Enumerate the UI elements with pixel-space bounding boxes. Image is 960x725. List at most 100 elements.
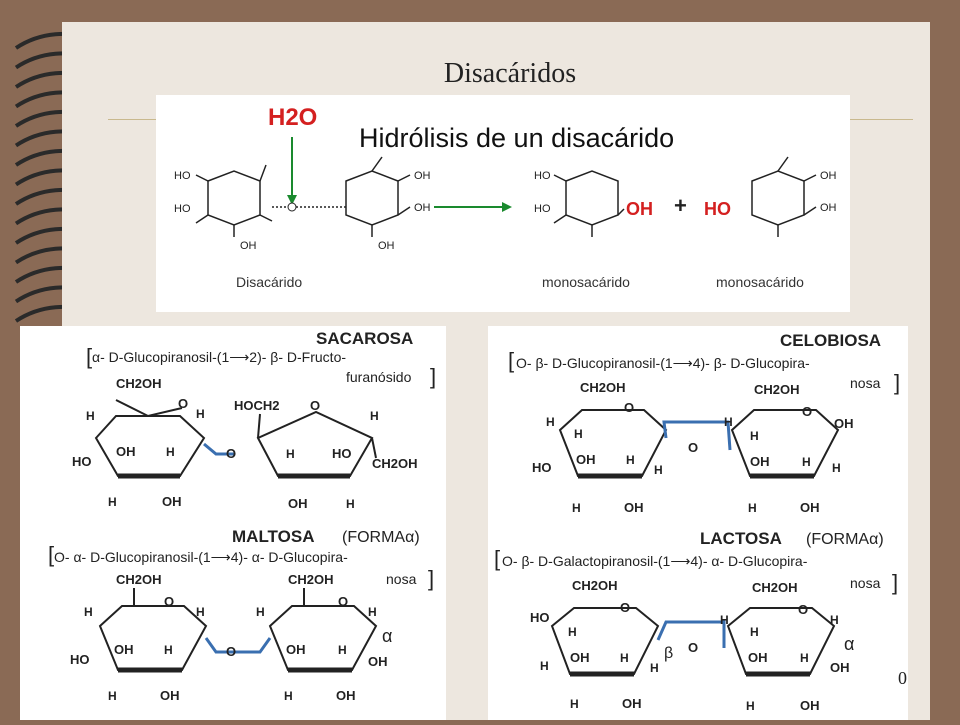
- svg-text:[: [: [86, 344, 92, 369]
- glycosidic-oxygen: [287, 202, 297, 212]
- atom-label: H: [572, 501, 581, 515]
- caption-monosaccharide-1: monosacárido: [542, 274, 630, 290]
- maltosa-ring-left: [98, 588, 208, 673]
- hydroxyl-oh: OH: [626, 199, 653, 219]
- atom-label: OH: [368, 654, 388, 669]
- page-number: 0: [898, 668, 907, 688]
- hydroxyl-ho: HO: [704, 199, 731, 219]
- beta-label: β: [664, 645, 673, 662]
- plus-sign: +: [674, 193, 687, 218]
- atom-label: CH2OH: [752, 580, 798, 595]
- atom-label: O: [802, 404, 812, 419]
- atom-label: O: [338, 594, 348, 609]
- atom-label: H: [620, 651, 629, 665]
- atom-label: H: [650, 661, 659, 675]
- maltosa-form: (FORMAα): [342, 529, 420, 546]
- atom-label: OH: [748, 650, 768, 665]
- atom-label: H: [338, 643, 347, 657]
- atom-label: OH: [750, 454, 770, 469]
- caption-monosaccharide-2: monosacárido: [716, 274, 804, 290]
- ring-label: OH: [820, 170, 837, 182]
- atom-label: O: [620, 600, 630, 615]
- atom-label: OH: [116, 444, 136, 459]
- atom-label: OH: [830, 660, 850, 675]
- water-label: H2O: [268, 104, 317, 131]
- atom-label: H: [830, 613, 839, 627]
- celobiosa-lactosa-diagram: CELOBIOSA [ O- β- D-Glucopiranosil-(1⟶4)…: [494, 331, 900, 713]
- atom-label: H: [86, 409, 95, 423]
- atom-label: CH2OH: [572, 578, 618, 593]
- monosaccharide-ring-left: [553, 170, 625, 237]
- atom-label: OH: [570, 650, 590, 665]
- lactosa-ring-right: [726, 607, 836, 677]
- glycosidic-link-lactosa: [656, 620, 726, 648]
- atom-label: H: [284, 689, 293, 703]
- atom-label: CH2OH: [372, 456, 418, 471]
- atom-label: H: [196, 605, 205, 619]
- atom-label: H: [750, 429, 759, 443]
- atom-label: O: [688, 440, 698, 455]
- atom-label: CH2OH: [754, 382, 800, 397]
- water-arrow-head: [287, 195, 297, 205]
- atom-label: OH: [162, 494, 182, 509]
- atom-label: H: [370, 409, 379, 423]
- atom-label: H: [346, 497, 355, 511]
- maltosa-formula-line1: O- α- D-Glucopiranosil-(1⟶4)- α- D-Gluco…: [54, 549, 348, 565]
- alpha-label: α: [382, 626, 392, 646]
- atom-label: HO: [72, 454, 92, 469]
- atom-label: O: [310, 398, 320, 413]
- atom-label: H: [626, 453, 635, 467]
- celobiosa-ring-right: [730, 409, 840, 479]
- atom-label: CH2OH: [116, 376, 162, 391]
- atom-label: HO: [332, 446, 352, 461]
- ring-label: OH: [240, 240, 257, 252]
- atom-label: O: [624, 400, 634, 415]
- ring-label: HO: [534, 170, 551, 182]
- atom-label: H: [166, 445, 175, 459]
- sacarosa-maltosa-diagram: SACAROSA α- D-Glucopiranosil-(1⟶2)- β- D…: [48, 329, 436, 703]
- atom-label: O: [798, 602, 808, 617]
- atom-label: CH2OH: [116, 572, 162, 587]
- celobiosa-name: CELOBIOSA: [780, 331, 881, 350]
- svg-text:]: ]: [430, 364, 436, 389]
- sacarosa-maltosa-panel: SACAROSA α- D-Glucopiranosil-(1⟶2)- β- D…: [20, 326, 446, 720]
- reaction-arrow-head: [502, 202, 512, 212]
- atom-label: H: [84, 605, 93, 619]
- svg-text:[: [: [494, 546, 500, 571]
- sacarosa-fructose-ring: [256, 410, 377, 479]
- slide-title: Disacáridos: [443, 58, 577, 89]
- ring-label: OH: [378, 240, 395, 252]
- atom-label: H: [108, 689, 117, 703]
- atom-label: OH: [622, 696, 642, 711]
- atom-label: O: [178, 396, 188, 411]
- glycosidic-link-sacarosa: [203, 442, 234, 456]
- atom-label: H: [574, 427, 583, 441]
- atom-label: CH2OH: [580, 380, 626, 395]
- lactosa-ring-left: [550, 607, 660, 677]
- sacarosa-glucose-ring: [94, 399, 206, 479]
- atom-label: H: [286, 447, 295, 461]
- lactosa-formula-line1: O- β- D-Galactopiranosil-(1⟶4)- α- D-Glu…: [502, 553, 808, 569]
- hydrolysis-diagram: H2O Hidrólisis de un disacárido HO HO OH…: [174, 104, 837, 290]
- atom-label: H: [720, 613, 729, 627]
- atom-label: OH: [800, 698, 820, 713]
- atom-label: H: [748, 501, 757, 515]
- sacarosa-name: SACAROSA: [316, 329, 413, 348]
- lactosa-form: (FORMAα): [806, 531, 884, 548]
- atom-label: H: [750, 625, 759, 639]
- hydrolysis-title: Hidrólisis de un disacárido: [359, 123, 674, 153]
- atom-label: H: [108, 495, 117, 509]
- atom-label: OH: [114, 642, 134, 657]
- maltosa-ring-right: [268, 588, 378, 673]
- atom-label: HOCH2: [234, 398, 280, 413]
- svg-text:]: ]: [894, 370, 900, 395]
- ring-label: OH: [414, 170, 431, 182]
- atom-label: O: [688, 640, 698, 655]
- ring-label: OH: [414, 202, 431, 214]
- atom-label: H: [540, 659, 549, 673]
- atom-label: H: [832, 461, 841, 475]
- celobiosa-lactosa-panel: CELOBIOSA [ O- β- D-Glucopiranosil-(1⟶4)…: [488, 326, 908, 720]
- atom-label: H: [746, 699, 755, 713]
- sacarosa-formula-line1: α- D-Glucopiranosil-(1⟶2)- β- D-Fructo-: [92, 349, 346, 365]
- atom-label: OH: [576, 452, 596, 467]
